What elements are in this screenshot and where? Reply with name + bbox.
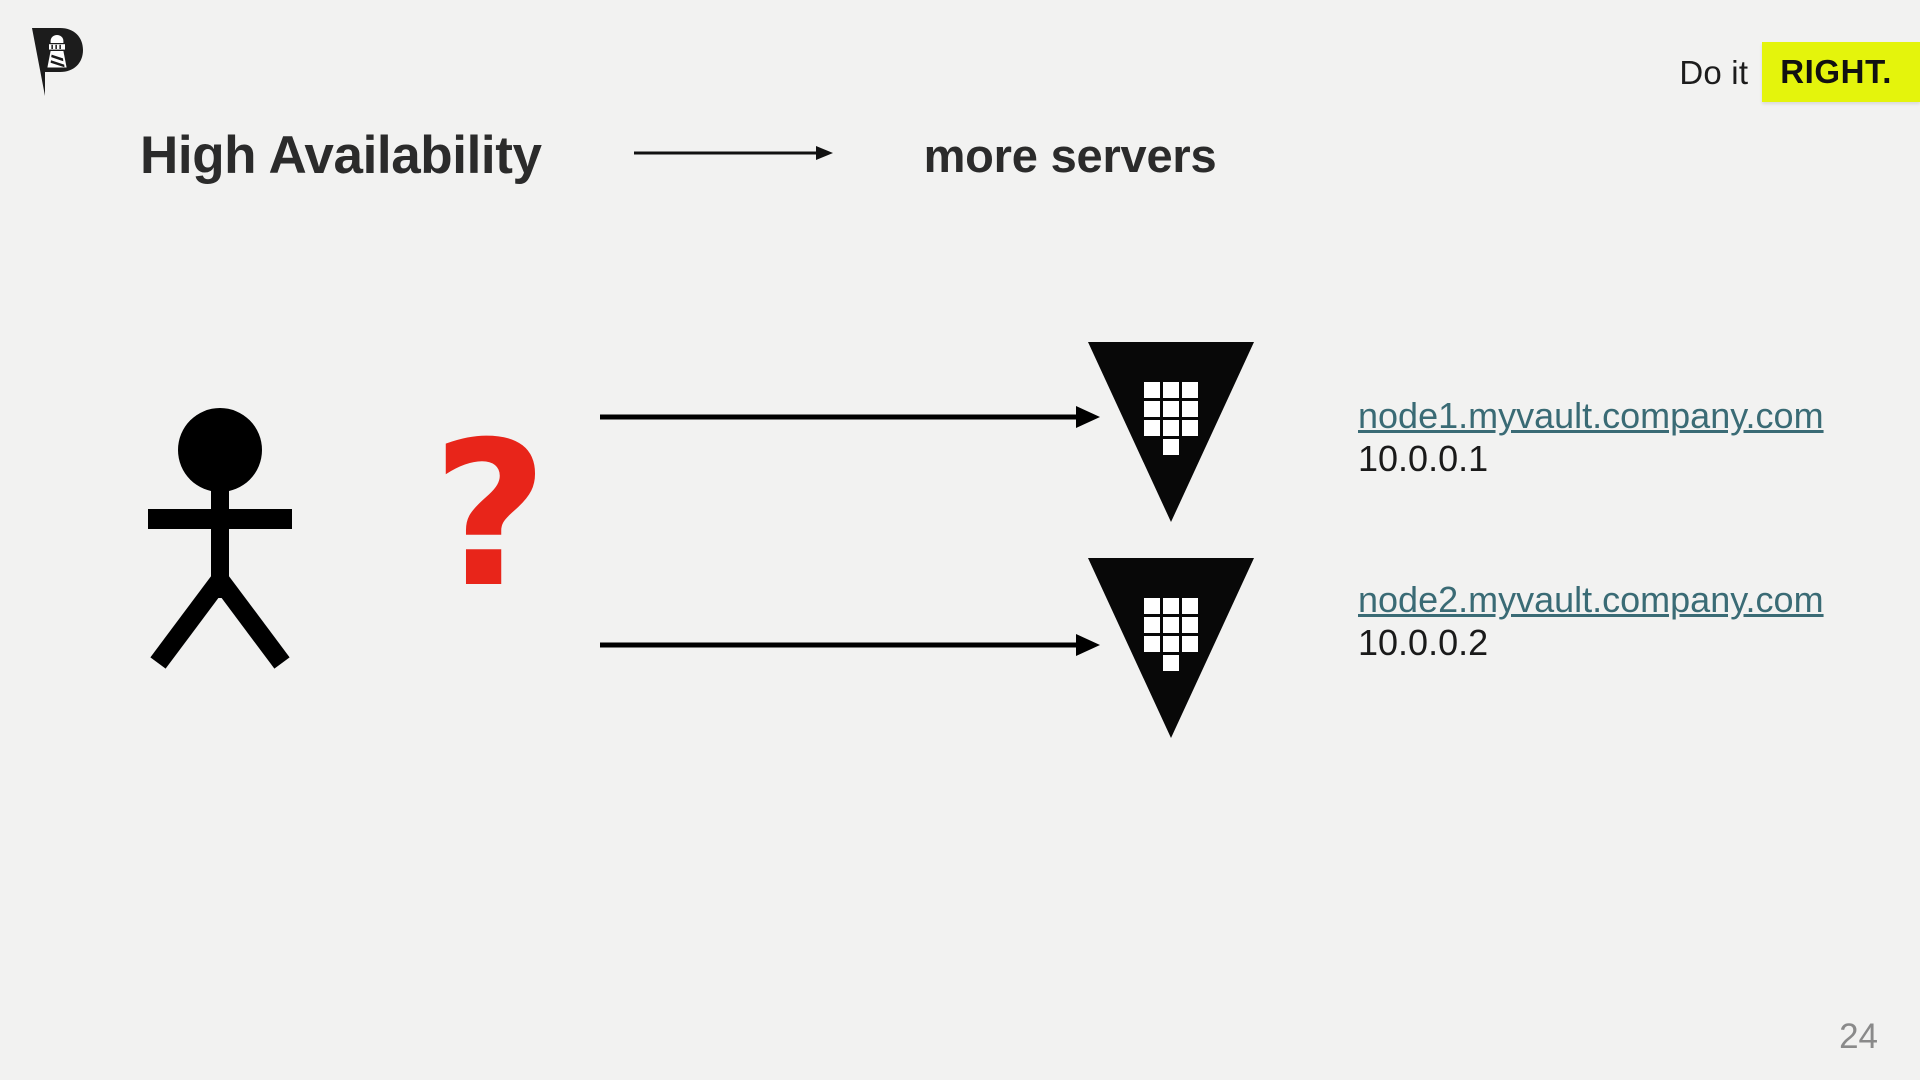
node2-label-group: node2.myvault.company.com 10.0.0.2 [1358, 579, 1824, 665]
page-number: 24 [1839, 1017, 1878, 1056]
stick-figure-person-icon [140, 405, 300, 670]
node1-ip-address: 10.0.0.1 [1358, 438, 1489, 480]
vault-triangle-icon [1088, 342, 1254, 522]
question-mark-glyph: ? [432, 399, 549, 632]
arrow-right-icon [633, 141, 834, 170]
node2-hostname-link[interactable]: node2.myvault.company.com [1358, 579, 1824, 620]
connector-to-node2 [600, 630, 1100, 660]
node2-ip-address: 10.0.0.2 [1358, 622, 1489, 664]
vault-triangle-icon [1088, 558, 1254, 738]
page-title: High Availability [140, 125, 542, 185]
connector-to-node1 [600, 402, 1100, 432]
node1-hostname-link[interactable]: node1.myvault.company.com [1358, 395, 1824, 436]
headline-subject: more servers [923, 128, 1217, 182]
tagline-highlight-text: RIGHT. [1762, 42, 1920, 102]
lighthouse-p-logo-icon [28, 26, 86, 98]
tagline-banner: Do it RIGHT. [1679, 42, 1920, 102]
node1-label-group: node1.myvault.company.com 10.0.0.1 [1358, 395, 1824, 481]
tagline-plain-text: Do it [1679, 53, 1749, 91]
headline-row: High Availability more servers [140, 124, 1217, 186]
